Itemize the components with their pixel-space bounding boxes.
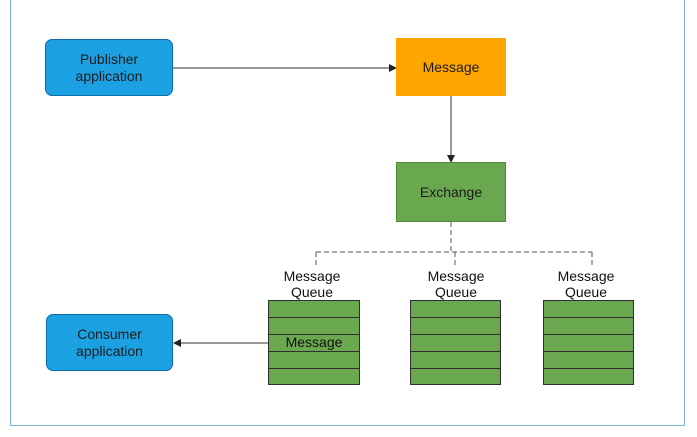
queue-2-slot-divider bbox=[411, 334, 500, 335]
queue-3-slot-divider bbox=[544, 334, 633, 335]
queue-3-slot-divider bbox=[544, 368, 633, 369]
queue-1-label: Message Queue bbox=[276, 268, 348, 300]
queue-3-slot-divider bbox=[544, 351, 633, 352]
queue-2-label-line2: Queue bbox=[434, 284, 478, 300]
exchange-label: Exchange bbox=[419, 183, 483, 200]
queue-3-label-line1: Message bbox=[557, 268, 615, 284]
queue-1-slot-divider bbox=[269, 334, 359, 335]
queue-1-message: Message bbox=[285, 334, 343, 350]
queue-1-label-line2: Queue bbox=[290, 284, 334, 300]
publisher-application-label: Publisher application bbox=[75, 50, 143, 84]
diagram-frame bbox=[10, 0, 685, 426]
queue-3-slot-divider bbox=[544, 317, 633, 318]
queue-2-slot-divider bbox=[411, 317, 500, 318]
message-label: Message bbox=[422, 58, 480, 75]
queue-1-slot-divider bbox=[269, 317, 359, 318]
queue-1-label-line1: Message bbox=[283, 268, 341, 284]
message-node: Message bbox=[396, 38, 506, 96]
queue-1-slot-divider bbox=[269, 351, 359, 352]
queue-3-label: Message Queue bbox=[550, 268, 622, 300]
queue-1-slot-divider bbox=[269, 368, 359, 369]
queue-2-slot-divider bbox=[411, 351, 500, 352]
consumer-application-label: Consumer application bbox=[76, 325, 143, 359]
queue-2-label-line1: Message bbox=[427, 268, 485, 284]
exchange-node: Exchange bbox=[396, 162, 506, 222]
queue-2-label: Message Queue bbox=[420, 268, 492, 300]
queue-3-label-line2: Queue bbox=[564, 284, 608, 300]
consumer-application-node: Consumer application bbox=[46, 314, 173, 371]
queue-2-slot-divider bbox=[411, 368, 500, 369]
queue-1: Message bbox=[268, 300, 360, 385]
queue-3 bbox=[543, 300, 634, 385]
queue-2 bbox=[410, 300, 501, 385]
publisher-application-node: Publisher application bbox=[45, 39, 173, 96]
